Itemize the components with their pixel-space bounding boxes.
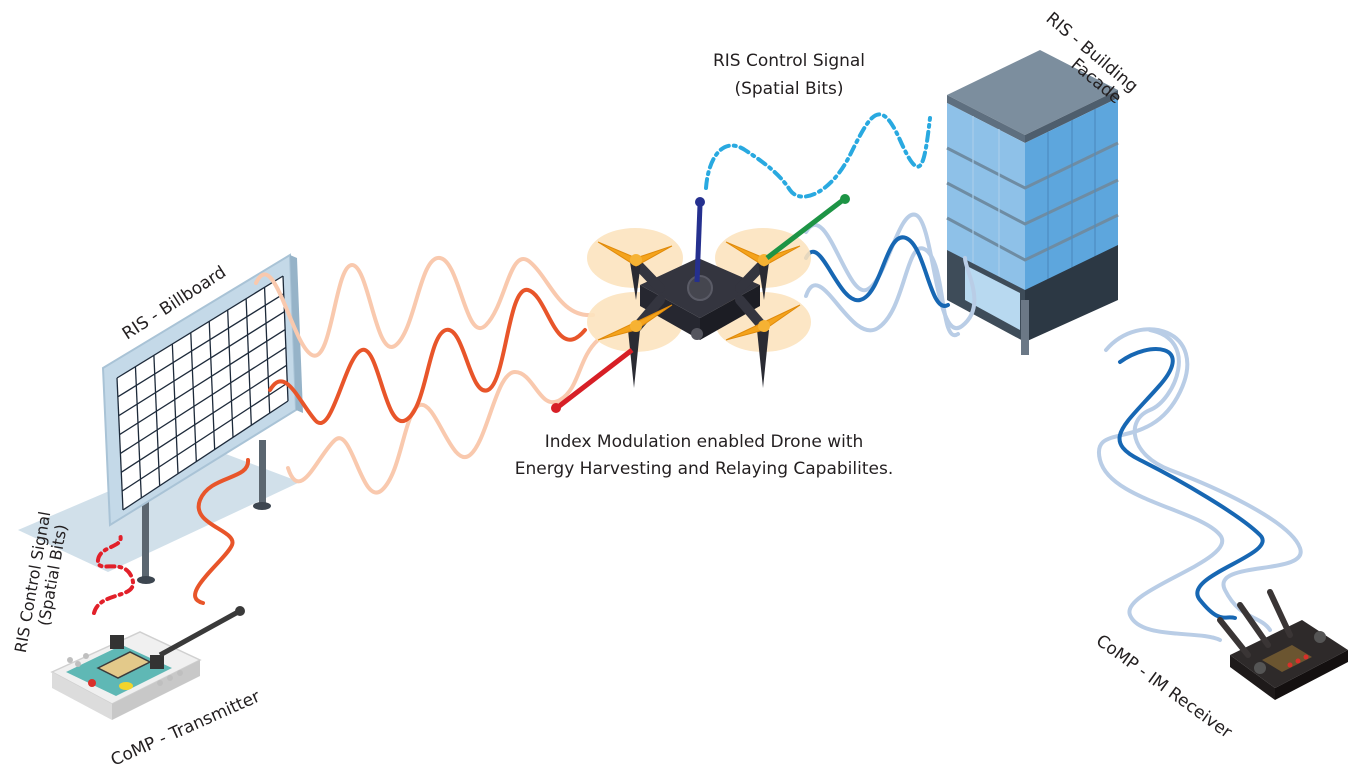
waves (92, 112, 1303, 642)
billboard-grid-line (208, 321, 216, 450)
billboard-grid-line (282, 275, 289, 402)
billboard-grid-line (118, 311, 285, 417)
receiver-label: CoMP - IM Receiver (1092, 631, 1235, 743)
billboard-grid-line (227, 309, 234, 438)
billboard-grid-line (171, 343, 179, 474)
drone-caption-line2: Energy Harvesting and Relaying Capabilit… (515, 459, 893, 479)
billboard-grid-line (120, 346, 287, 454)
billboard-grid-line (153, 355, 161, 486)
drone-caption-line1: Index Modulation enabled Drone with (545, 432, 864, 452)
billboard-grid-line (116, 275, 284, 379)
drone (551, 194, 850, 413)
billboard-grid-line (116, 377, 124, 511)
billboard-grid-line (134, 366, 142, 498)
billboard-grid-line (122, 400, 289, 511)
receiver (1217, 589, 1348, 700)
billboard-grid-line (120, 364, 287, 473)
transmitter (50, 606, 245, 720)
billboard-grid-line (117, 293, 285, 398)
building (946, 50, 1119, 355)
billboard-grid-line (119, 329, 286, 436)
billboard-grid-line (245, 298, 252, 426)
top-signal-label-line1: RIS Control Signal (713, 51, 865, 71)
billboard-grid-line (121, 382, 288, 492)
billboard-grid-line (263, 287, 271, 414)
top-signal-label-line2: (Spatial Bits) (734, 79, 843, 99)
billboard-grid-line (190, 332, 197, 462)
